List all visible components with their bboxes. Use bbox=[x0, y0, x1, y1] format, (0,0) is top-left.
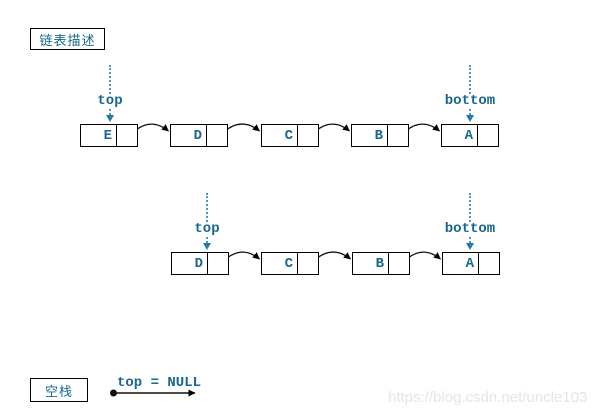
top-pointer-label: top bbox=[68, 65, 152, 122]
dotted-line bbox=[469, 237, 471, 243]
pointer-label-text: bottom bbox=[444, 93, 496, 109]
dotted-line bbox=[109, 65, 111, 94]
down-arrow-icon bbox=[466, 115, 474, 122]
top-pointer-label: top bbox=[165, 193, 249, 250]
node-data-cell: E bbox=[81, 125, 117, 146]
dotted-line bbox=[206, 193, 208, 222]
pointer-label-text: top bbox=[97, 93, 123, 109]
list-node-a: A bbox=[441, 124, 499, 147]
node-data-cell: C bbox=[262, 125, 298, 146]
node-value: B bbox=[374, 127, 383, 144]
node-value: A bbox=[464, 127, 473, 144]
list-node-d: D bbox=[170, 124, 228, 147]
node-value: D bbox=[194, 255, 203, 272]
node-value: E bbox=[103, 127, 112, 144]
node-data-cell: B bbox=[353, 253, 389, 274]
node-pointer-cell bbox=[207, 125, 227, 146]
list-node-c: C bbox=[261, 252, 319, 275]
node-data-cell: B bbox=[352, 125, 388, 146]
node-pointer-cell bbox=[298, 253, 318, 274]
watermark-url: https://blog.csdn.net/uncle103 bbox=[388, 389, 588, 406]
down-arrow-icon bbox=[466, 243, 474, 250]
node-pointer-cell bbox=[298, 125, 318, 146]
node-pointer-cell bbox=[388, 125, 408, 146]
node-data-cell: A bbox=[442, 125, 478, 146]
node-pointer-cell bbox=[208, 253, 228, 274]
dotted-line bbox=[206, 237, 208, 243]
node-data-cell: C bbox=[262, 253, 298, 274]
dotted-line bbox=[469, 109, 471, 115]
node-pointer-cell bbox=[117, 125, 137, 146]
node-pointer-cell bbox=[478, 125, 498, 146]
list-node-d: D bbox=[171, 252, 229, 275]
node-value: C bbox=[284, 255, 293, 272]
down-arrow-icon bbox=[203, 243, 211, 250]
top-null-label: top = NULL bbox=[117, 375, 202, 391]
node-data-cell: D bbox=[172, 253, 208, 274]
dotted-line bbox=[469, 193, 471, 222]
node-pointer-cell bbox=[389, 253, 409, 274]
down-arrow-icon bbox=[106, 115, 114, 122]
bottom-pointer-label: bottom bbox=[428, 193, 512, 250]
empty-stack-label: 空栈 bbox=[44, 383, 73, 399]
node-value: B bbox=[375, 255, 384, 272]
list-node-a: A bbox=[442, 252, 500, 275]
list-node-b: B bbox=[351, 124, 409, 147]
node-data-cell: A bbox=[443, 253, 479, 274]
empty-stack-box: 空栈 bbox=[30, 378, 88, 402]
dotted-line bbox=[469, 65, 471, 94]
bottom-pointer-label: bottom bbox=[428, 65, 512, 122]
list-node-e: E bbox=[80, 124, 138, 147]
node-value: A bbox=[465, 255, 474, 272]
pointer-label-text: bottom bbox=[444, 221, 496, 237]
node-data-cell: D bbox=[171, 125, 207, 146]
pointer-label-text: top bbox=[194, 221, 220, 237]
dotted-line bbox=[109, 109, 111, 115]
node-value: D bbox=[193, 127, 202, 144]
list-node-b: B bbox=[352, 252, 410, 275]
null-pointer-dot bbox=[110, 389, 117, 397]
linked-list-title-label: 链表描述 bbox=[39, 32, 96, 48]
list-node-c: C bbox=[261, 124, 319, 147]
linked-list-title-box: 链表描述 bbox=[30, 28, 105, 50]
node-value: C bbox=[284, 127, 293, 144]
node-pointer-cell bbox=[479, 253, 499, 274]
